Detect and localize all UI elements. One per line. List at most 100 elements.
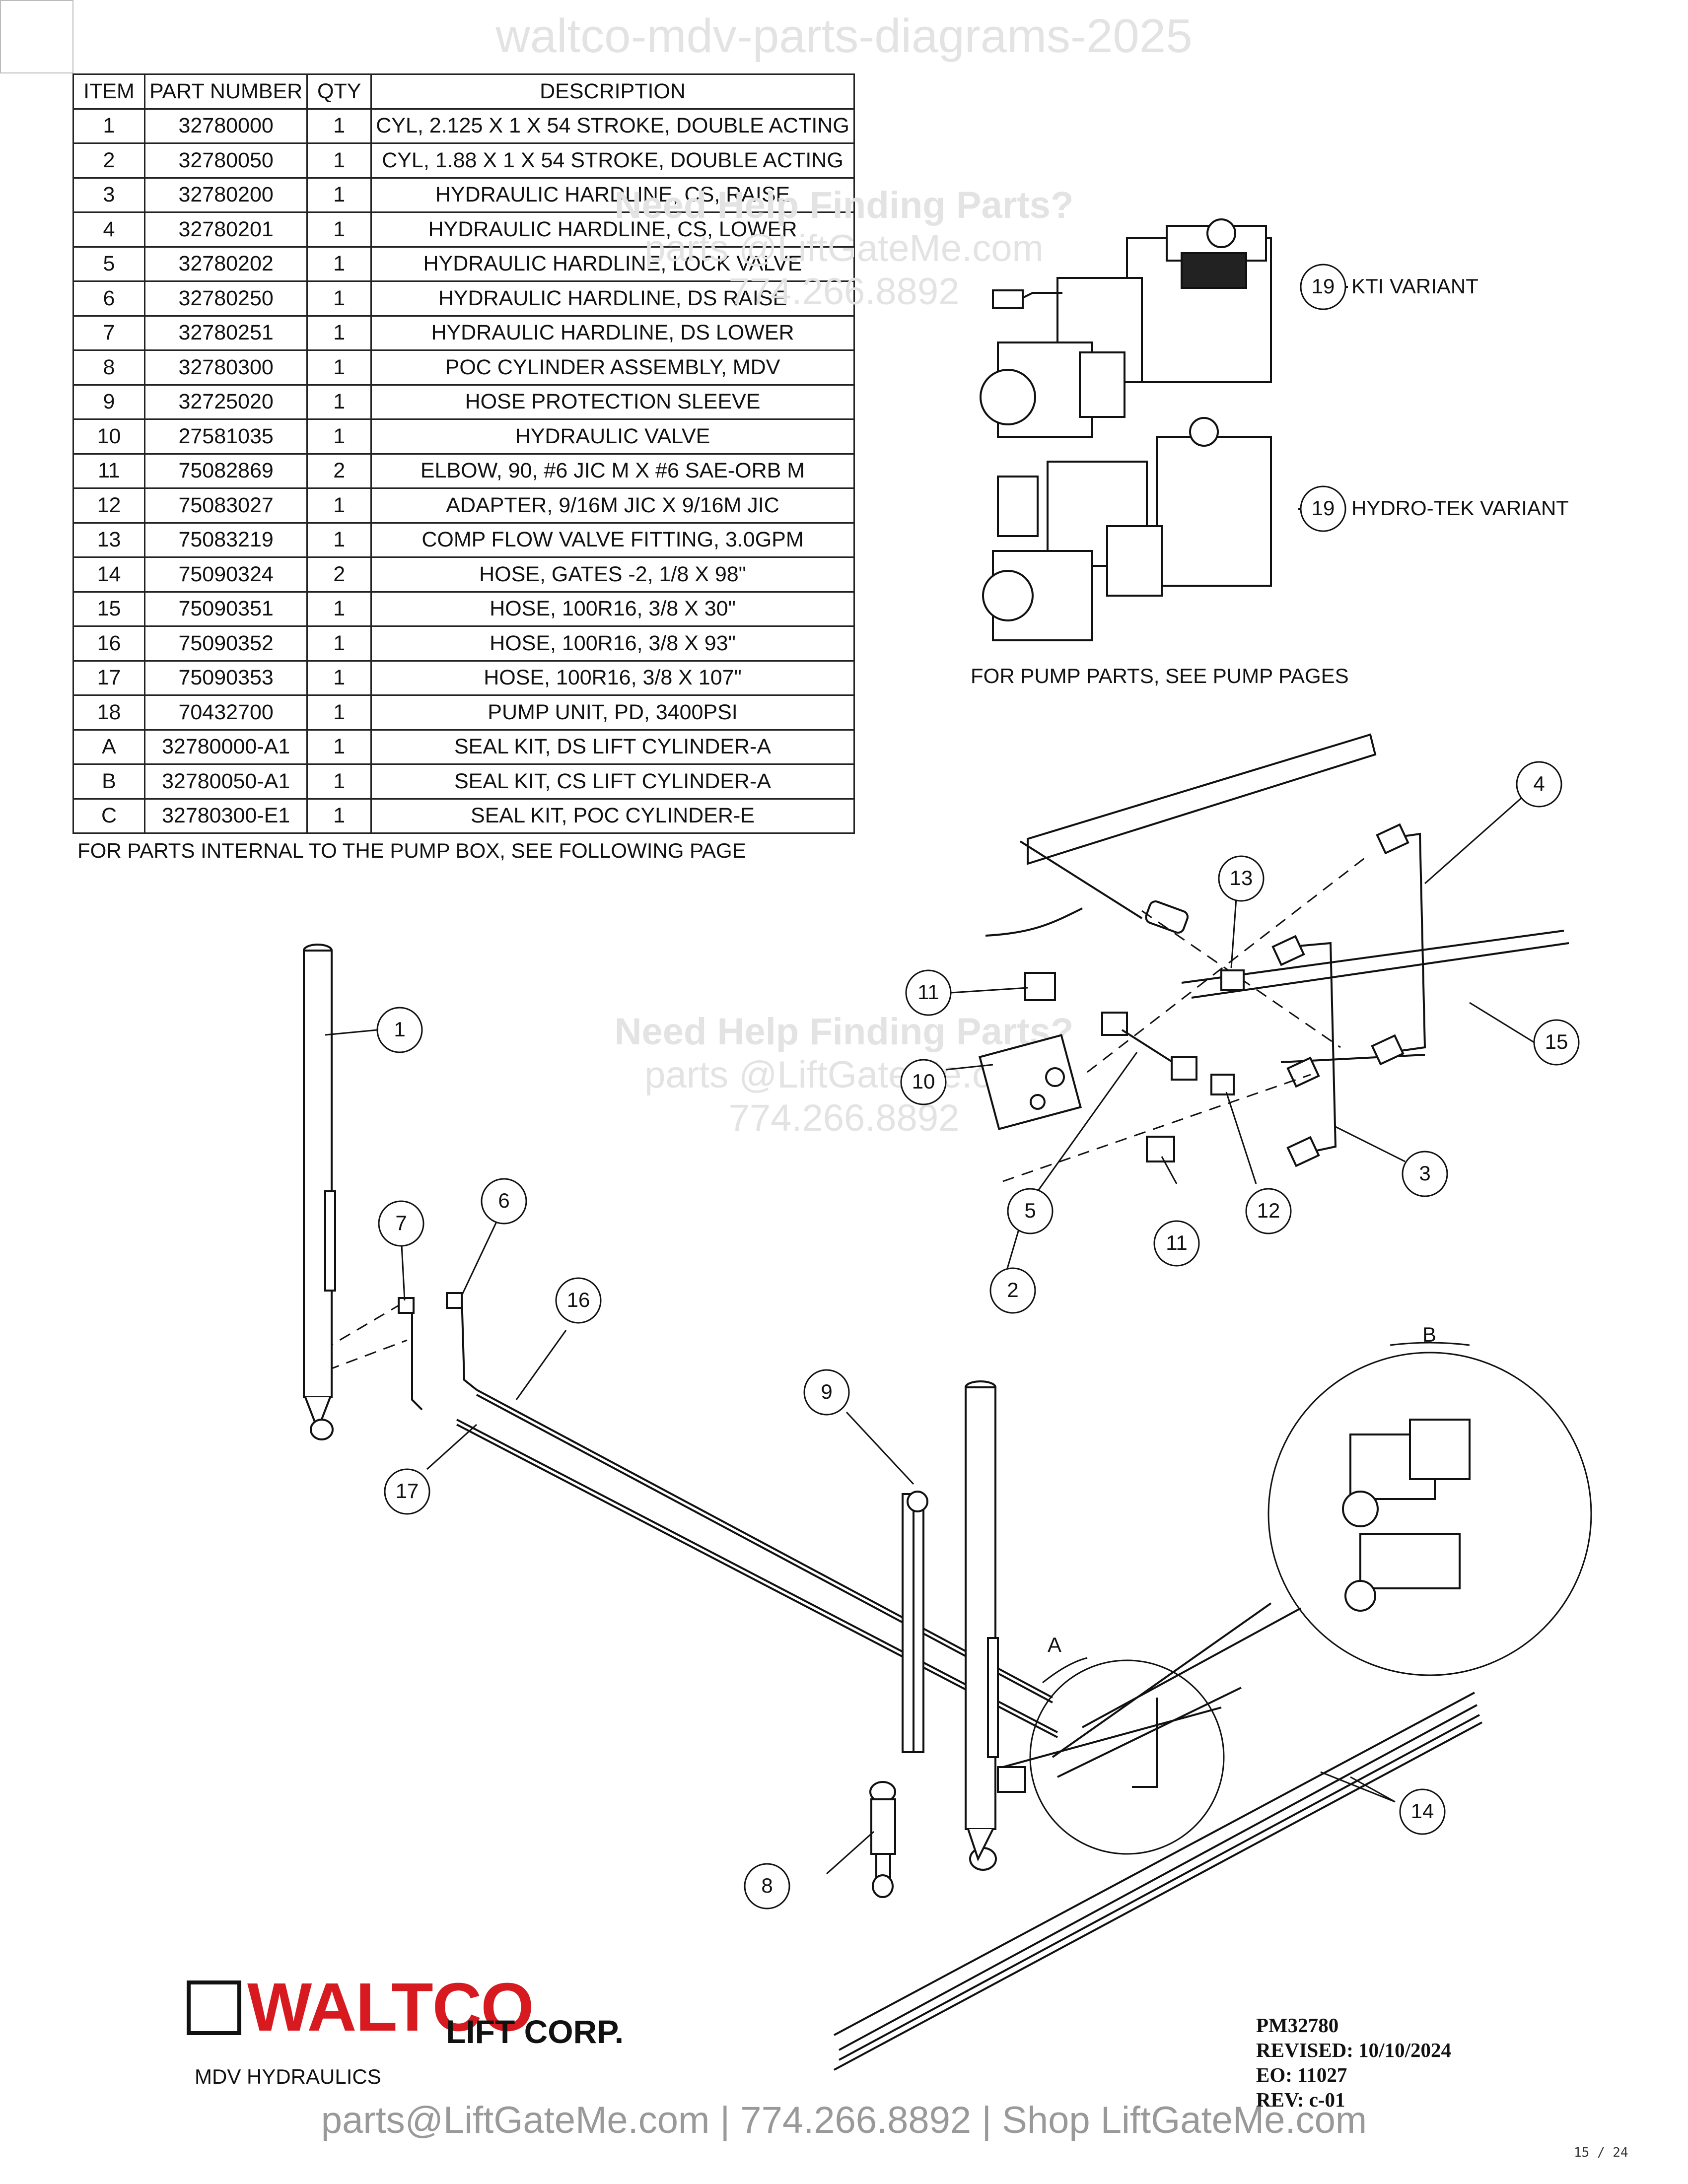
cell-item: 7 xyxy=(72,315,145,351)
cylinder-2 xyxy=(965,1380,999,1871)
callout-5: 5 xyxy=(1024,1199,1036,1222)
parts-note: FOR PARTS INTERNAL TO THE PUMP BOX, SEE … xyxy=(77,839,746,862)
cell-part-number: 70432700 xyxy=(143,694,308,731)
cell-part-number: 32780250 xyxy=(143,280,308,317)
callout-19-kti: 19 xyxy=(1311,274,1335,298)
watermark-upper-line2: parts @LiftGateMe.com xyxy=(644,227,1044,270)
cell-item: 14 xyxy=(72,556,145,593)
cell-item: 2 xyxy=(72,142,145,179)
cell-description: HYDRAULIC HARDLINE, CS, RAISE xyxy=(370,177,855,213)
cell-item: A xyxy=(72,729,145,765)
callout-14: 14 xyxy=(1410,1799,1434,1823)
cell-qty: 1 xyxy=(306,349,372,386)
cell-qty: 1 xyxy=(306,384,372,420)
page-number: 15 / 24 xyxy=(1574,2145,1628,2160)
cell-qty: 1 xyxy=(306,108,372,144)
detail-b-circle xyxy=(1267,1352,1592,1676)
cell-qty: 1 xyxy=(306,418,372,455)
cell-part-number: 32780050-A1 xyxy=(143,763,308,800)
pump-note: FOR PUMP PARTS, SEE PUMP PAGES xyxy=(971,664,1349,687)
cell-part-number: 32780300 xyxy=(143,349,308,386)
callout-16: 16 xyxy=(566,1288,590,1311)
cell-description: PUMP UNIT, PD, 3400PSI xyxy=(370,694,855,731)
callout-7: 7 xyxy=(395,1211,407,1234)
corner-box xyxy=(0,0,73,73)
detail-a-label: A xyxy=(1048,1633,1062,1656)
cell-description: HOSE, 100R16, 3/8 X 93" xyxy=(370,625,855,662)
cell-qty: 1 xyxy=(306,591,372,627)
cell-item: 16 xyxy=(72,625,145,662)
kti-pump-unit xyxy=(980,218,1272,438)
cell-part-number: 32780200 xyxy=(143,177,308,213)
cell-item: 4 xyxy=(72,211,145,248)
cell-description: HOSE, 100R16, 3/8 X 107" xyxy=(370,660,855,696)
callout-2: 2 xyxy=(1007,1278,1019,1301)
cell-item: 17 xyxy=(72,660,145,696)
cell-qty: 1 xyxy=(306,763,372,800)
cell-description: HYDRAULIC HARDLINE, CS, LOWER xyxy=(370,211,855,248)
cell-qty: 1 xyxy=(306,315,372,351)
cell-part-number: 75090353 xyxy=(143,660,308,696)
poc-cylinder xyxy=(869,1781,896,1898)
cell-item: 1 xyxy=(72,108,145,144)
cell-description: HYDRAULIC HARDLINE, LOCK VALVE xyxy=(370,246,855,282)
cell-part-number: 32780050 xyxy=(143,142,308,179)
cell-qty: 1 xyxy=(306,625,372,662)
waltco-logo-subtext: LIFT CORP. xyxy=(446,2013,624,2050)
cell-part-number: 32780251 xyxy=(143,315,308,351)
cell-qty: 1 xyxy=(306,694,372,731)
cell-qty: 2 xyxy=(306,453,372,489)
cell-description: HYDRAULIC HARDLINE, DS RAISE xyxy=(370,280,855,317)
cell-qty: 1 xyxy=(306,660,372,696)
cell-item: 3 xyxy=(72,177,145,213)
header-part-number: PART NUMBER xyxy=(143,73,308,110)
callout-6: 6 xyxy=(498,1189,510,1212)
watermark-upper-line1: Need Help Finding Parts? xyxy=(614,184,1074,226)
cell-item: 8 xyxy=(72,349,145,386)
detail-a-circle xyxy=(1029,1659,1225,1855)
cell-part-number: 32725020 xyxy=(143,384,308,420)
cell-description: POC CYLINDER ASSEMBLY, MDV xyxy=(370,349,855,386)
hydrotek-pump-unit xyxy=(982,417,1272,641)
cell-part-number: 75082869 xyxy=(143,453,308,489)
callout-1: 1 xyxy=(394,1018,406,1041)
cell-item: 6 xyxy=(72,280,145,317)
cell-part-number: 32780202 xyxy=(143,246,308,282)
cell-part-number: 75083219 xyxy=(143,522,308,558)
cell-description: HOSE, 100R16, 3/8 X 30" xyxy=(370,591,855,627)
cell-item: 11 xyxy=(72,453,145,489)
footer-contact: parts@LiftGateMe.com | 774.266.8892 | Sh… xyxy=(321,2099,1367,2141)
cell-qty: 1 xyxy=(306,246,372,282)
cell-item: 10 xyxy=(72,418,145,455)
cell-qty: 1 xyxy=(306,487,372,524)
cell-part-number: 75090352 xyxy=(143,625,308,662)
cell-description: ADAPTER, 9/16M JIC X 9/16M JIC xyxy=(370,487,855,524)
cell-item: 18 xyxy=(72,694,145,731)
cell-qty: 1 xyxy=(306,522,372,558)
cell-qty: 1 xyxy=(306,177,372,213)
cylinder-1 xyxy=(303,944,336,1440)
cell-item: 5 xyxy=(72,246,145,282)
cell-qty: 2 xyxy=(306,556,372,593)
cell-description: CYL, 2.125 X 1 X 54 STROKE, DOUBLE ACTIN… xyxy=(370,108,855,144)
drawing-subtitle: MDV HYDRAULICS xyxy=(195,2065,381,2088)
callout-11-lower: 11 xyxy=(1166,1231,1188,1254)
cell-item: 12 xyxy=(72,487,145,524)
cell-item: 15 xyxy=(72,591,145,627)
callout-4: 4 xyxy=(1533,772,1545,795)
cell-part-number: 75083027 xyxy=(143,487,308,524)
header-watermark: waltco-mdv-parts-diagrams-2025 xyxy=(495,9,1193,63)
doc-number: PM32780 xyxy=(1256,2014,1339,2037)
